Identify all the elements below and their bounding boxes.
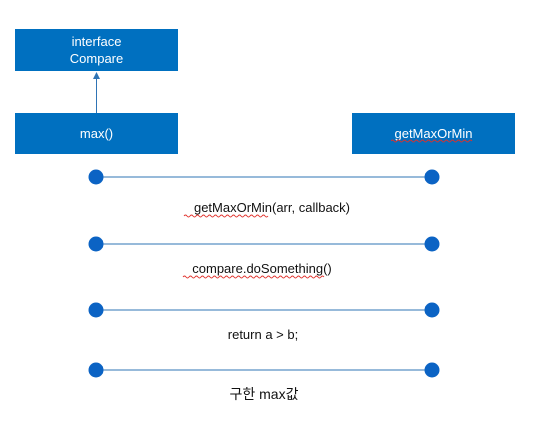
left-dot (88, 236, 104, 252)
interface-compare-box: interface Compare (15, 29, 178, 71)
message-result (88, 362, 440, 378)
left-dot (88, 362, 104, 378)
right-dot (424, 302, 440, 318)
right-dot (424, 236, 440, 252)
message-return (88, 302, 440, 318)
return-label: return a > b; (228, 327, 298, 342)
left-dot (88, 169, 104, 185)
max-label: max() (80, 126, 113, 141)
spellcheck-underline (182, 275, 325, 279)
interface-label: interface (72, 34, 122, 49)
getmaxormin-box: getMaxOrMin (352, 113, 515, 154)
right-dot (424, 169, 440, 185)
callback-label: compare.doSomething() (192, 261, 331, 276)
call-label: getMaxOrMin(arr, callback) (194, 200, 350, 215)
spellcheck-underline (183, 214, 269, 218)
compare-label: Compare (70, 51, 123, 66)
result-label: 구한 max값 (230, 386, 299, 402)
message-callback (88, 236, 440, 252)
message-call (88, 169, 440, 185)
getmaxormin-label: getMaxOrMin (394, 126, 472, 141)
spellcheck-underline (390, 139, 473, 143)
max-box: max() (15, 113, 178, 154)
left-dot (88, 302, 104, 318)
right-dot (424, 362, 440, 378)
